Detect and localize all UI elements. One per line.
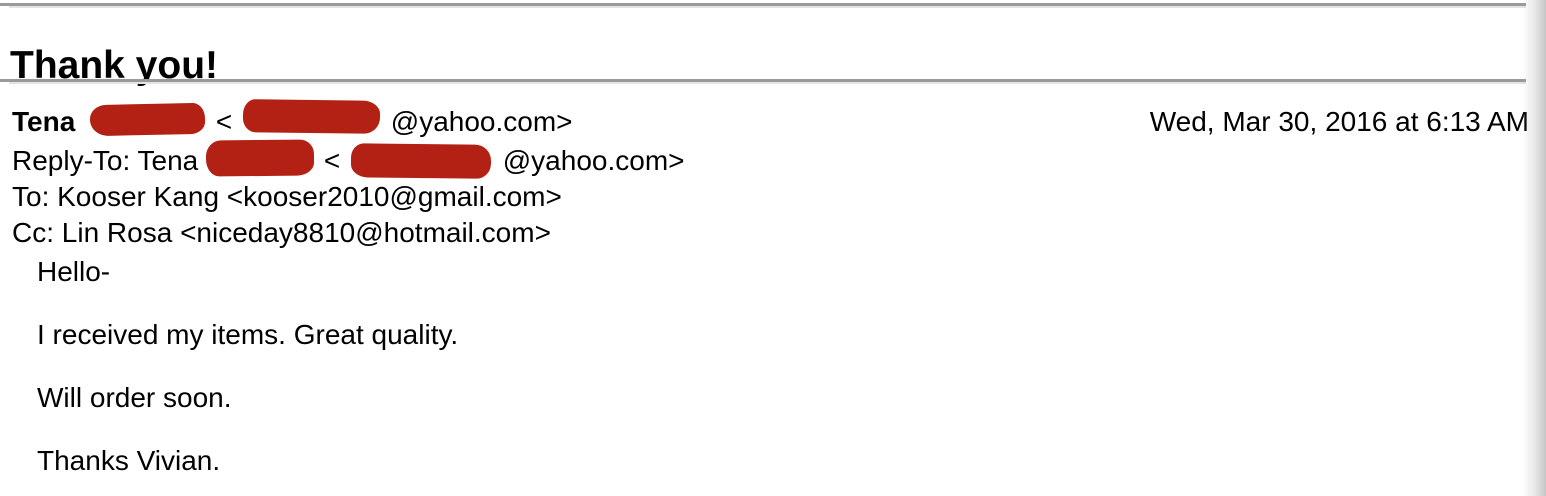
cc-row: Cc: Lin Rosa <niceday8810@hotmail.com> <box>12 217 551 248</box>
email-subject-title: Thank you! <box>10 44 219 88</box>
top-border-rule-shadow <box>9 6 1526 8</box>
subject-divider-rule-shadow <box>9 82 1526 84</box>
angle-bracket-open: < <box>215 106 233 137</box>
page-right-edge-shadow <box>1522 0 1546 496</box>
from-address: Tena < @yahoo.com> <box>12 99 573 140</box>
email-body: Hello- I received my items. Great qualit… <box>37 254 1506 496</box>
redaction-reply-email-user <box>350 143 492 179</box>
sender-email-domain: @yahoo.com> <box>390 106 573 137</box>
email-date: Wed, Mar 30, 2016 at 6:13 AM <box>1149 106 1529 137</box>
from-row: Tena < @yahoo.com> Wed, Mar 30, 2016 at … <box>12 99 1529 140</box>
email-header: Tena < @yahoo.com> Wed, Mar 30, 2016 at … <box>12 99 1529 251</box>
reply-email-domain: @yahoo.com> <box>502 145 685 176</box>
body-paragraph: I received my items. Great quality. <box>37 319 459 350</box>
body-paragraph: Hello- <box>37 256 111 287</box>
reply-to-row: Reply-To: Tena < @yahoo.com> <box>12 139 1529 179</box>
subject-divider-rule <box>0 79 1526 82</box>
body-paragraph: Thanks Vivian. <box>37 445 221 476</box>
top-border-rule <box>0 3 1526 6</box>
angle-bracket-open: < <box>323 145 341 176</box>
redaction-sender-last-name <box>89 102 206 137</box>
sender-first-name: Tena <box>12 106 76 137</box>
redaction-reply-last-name <box>205 139 315 177</box>
to-row: To: Kooser Kang <kooser2010@gmail.com> <box>12 181 562 212</box>
redaction-sender-email-user <box>242 99 381 134</box>
body-paragraph: Will order soon. <box>37 382 232 413</box>
reply-to-label: Reply-To: Tena <box>12 145 199 176</box>
